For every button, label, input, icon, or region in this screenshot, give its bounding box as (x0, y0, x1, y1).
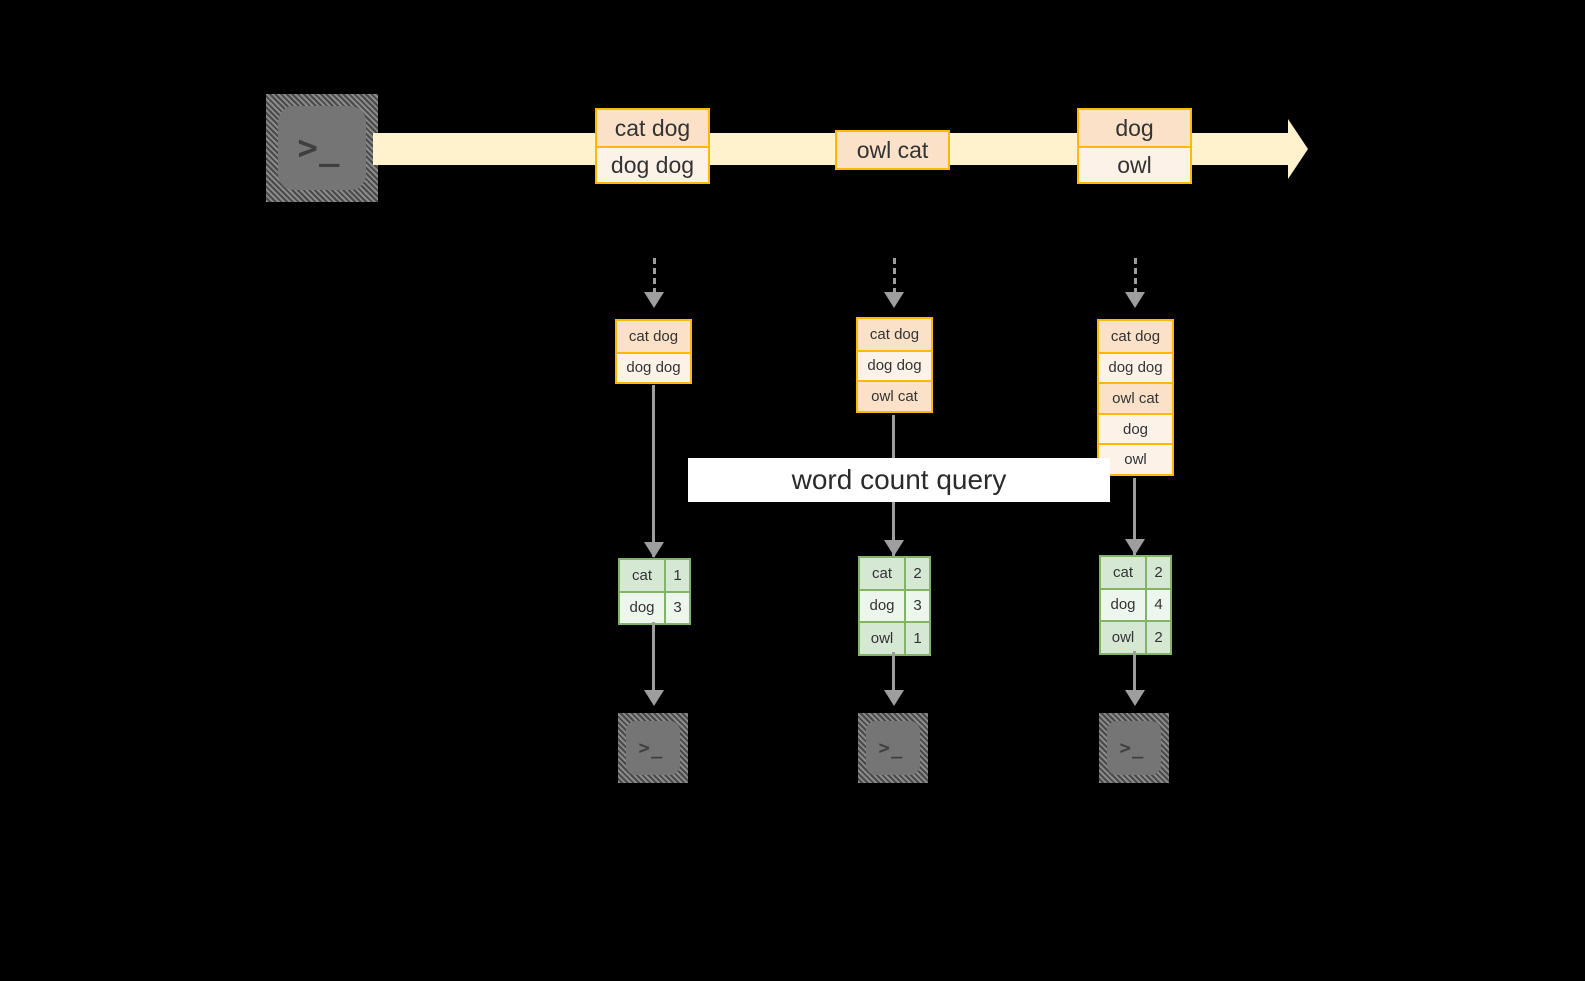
prompt-glyph: >_ (878, 736, 904, 759)
query-label: word count query (688, 458, 1110, 502)
stream-to-stack-arrowhead-1 (644, 292, 664, 308)
stream-to-stack-connector-3 (1134, 258, 1137, 294)
result-table-3: cat 2 dog 4 owl 2 (1099, 555, 1172, 655)
stream-to-stack-connector-1 (653, 258, 656, 294)
stack-1: cat dog dog dog (615, 319, 692, 385)
count-cell: 3 (904, 590, 929, 621)
table-row: dog 3 (620, 590, 689, 623)
stack-3: cat dog dog dog owl cat dog owl (1097, 319, 1174, 476)
stack-line: dog dog (858, 349, 931, 381)
prompt-glyph: >_ (638, 736, 664, 759)
count-cell: 2 (1145, 622, 1170, 653)
word-cell: owl (860, 623, 904, 654)
word-cell: dog (1101, 589, 1145, 620)
prompt-glyph: >_ (1119, 736, 1145, 759)
result-to-terminal-arrowhead-3 (1125, 690, 1145, 706)
stack-line: dog dog (1099, 351, 1172, 383)
word-cell: dog (860, 590, 904, 621)
prompt-glyph: >_ (297, 128, 341, 168)
count-cell: 3 (664, 592, 689, 623)
stack-line: owl (1099, 443, 1172, 474)
table-row: dog 3 (860, 588, 929, 621)
table-row: owl 2 (1101, 620, 1170, 653)
stream-to-stack-arrowhead-3 (1125, 292, 1145, 308)
table-row: dog 4 (1101, 587, 1170, 620)
stack-line: dog dog (617, 351, 690, 383)
stack-line: owl cat (1099, 382, 1172, 413)
stream-to-stack-arrowhead-2 (884, 292, 904, 308)
stack-line: dog (1099, 412, 1172, 444)
word-cell: cat (620, 560, 664, 591)
stack-line: owl cat (858, 380, 931, 411)
stack-2: cat dog dog dog owl cat (856, 317, 933, 413)
result-to-terminal-arrowhead-2 (884, 690, 904, 706)
stack-line: cat dog (858, 319, 931, 350)
stack-to-result-connector-1 (652, 385, 655, 557)
stack-to-result-arrowhead-3 (1125, 539, 1145, 555)
record-line: cat dog (597, 110, 708, 146)
result-to-terminal-connector-1 (652, 622, 655, 698)
count-cell: 2 (1145, 557, 1170, 588)
result-table-2: cat 2 dog 3 owl 1 (858, 556, 931, 656)
terminal-icon-consumer-1: >_ (618, 713, 688, 783)
word-cell: cat (860, 558, 904, 589)
stack-line: cat dog (1099, 321, 1172, 352)
count-cell: 2 (904, 558, 929, 589)
terminal-screen (866, 721, 920, 775)
stream-to-stack-connector-2 (893, 258, 896, 294)
result-to-terminal-connector-3 (1133, 651, 1136, 698)
word-cell: owl (1101, 622, 1145, 653)
stream-record-3: dog owl (1077, 108, 1192, 184)
result-to-terminal-arrowhead-1 (644, 690, 664, 706)
stream-arrow-head (1288, 119, 1308, 179)
table-row: cat 1 (620, 560, 689, 591)
count-cell: 4 (1145, 589, 1170, 620)
terminal-icon-consumer-3: >_ (1099, 713, 1169, 783)
stack-to-result-arrowhead-1 (644, 542, 664, 558)
terminal-screen (278, 106, 366, 190)
terminal-icon-producer: >_ (266, 94, 378, 202)
table-row: owl 1 (860, 621, 929, 654)
terminal-screen (1107, 721, 1161, 775)
stack-to-result-arrowhead-2 (884, 540, 904, 556)
stack-line: cat dog (617, 321, 690, 352)
stream-record-1: cat dog dog dog (595, 108, 710, 184)
table-row: cat 2 (1101, 557, 1170, 588)
terminal-icon-consumer-2: >_ (858, 713, 928, 783)
count-cell: 1 (664, 560, 689, 591)
word-cell: dog (620, 592, 664, 623)
record-line: dog (1079, 110, 1190, 146)
record-line: owl cat (837, 132, 948, 168)
table-row: cat 2 (860, 558, 929, 589)
record-line: owl (1079, 146, 1190, 182)
record-line: dog dog (597, 146, 708, 182)
stream-record-2: owl cat (835, 130, 950, 170)
terminal-screen (626, 721, 680, 775)
count-cell: 1 (904, 623, 929, 654)
word-cell: cat (1101, 557, 1145, 588)
result-to-terminal-connector-2 (892, 652, 895, 698)
result-table-1: cat 1 dog 3 (618, 558, 691, 625)
stack-to-result-connector-3 (1133, 478, 1136, 557)
